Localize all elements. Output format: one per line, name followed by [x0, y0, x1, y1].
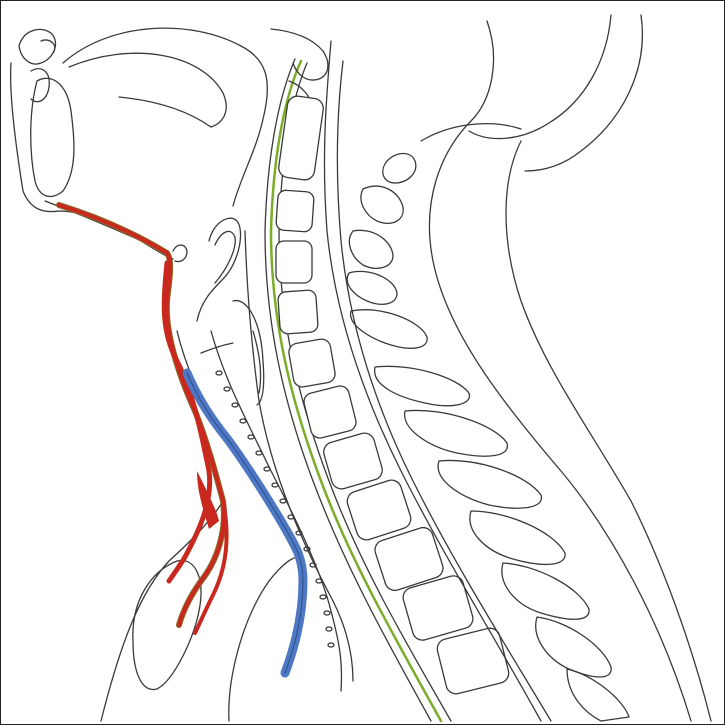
- pharynx-fold-inner: [215, 231, 235, 283]
- sternum-outline: [229, 557, 299, 721]
- trachea-front: [177, 331, 303, 641]
- nuchal-contour-2: [525, 15, 642, 171]
- turbinate-upper: [41, 40, 55, 53]
- oral-cavity: [31, 78, 74, 196]
- palate-outline: [69, 53, 226, 127]
- epiglottis-outline: [173, 245, 187, 262]
- pharynx-fold: [197, 218, 241, 321]
- carotid-artery: [59, 205, 227, 633]
- skull-outline: [63, 28, 267, 206]
- atlas-outline: [271, 29, 328, 80]
- nasal-structure: [19, 29, 56, 64]
